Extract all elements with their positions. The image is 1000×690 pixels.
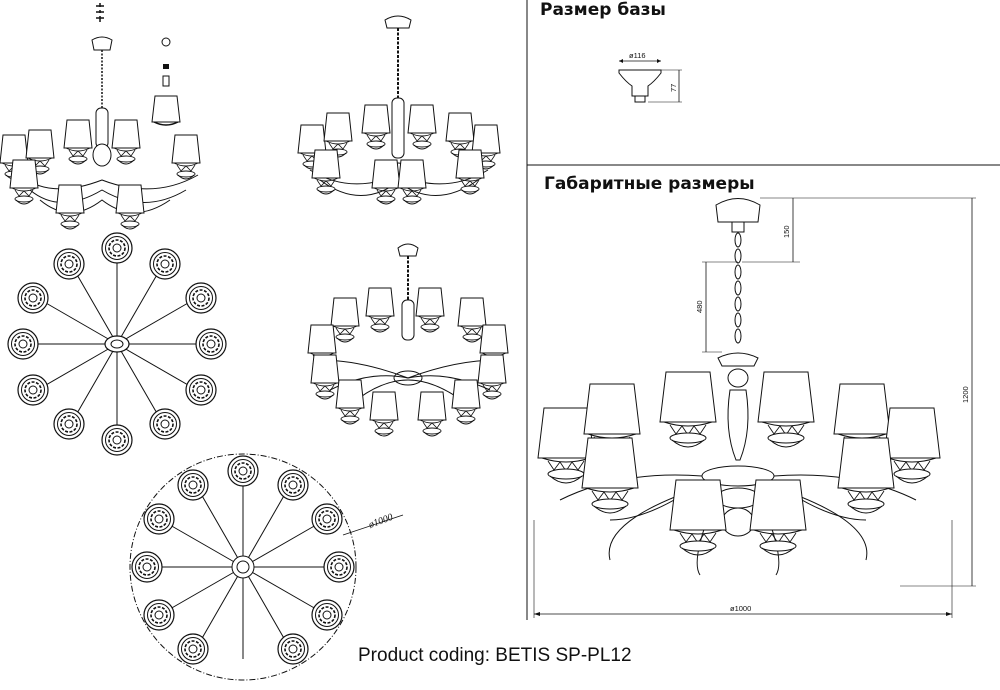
exploded-view bbox=[0, 3, 201, 230]
base-drawing bbox=[618, 59, 682, 103]
top-view-plan bbox=[7, 232, 227, 456]
base-size-heading: Размер базы bbox=[540, 0, 666, 20]
base-height-label: 77 bbox=[669, 84, 678, 92]
overall-size-heading: Габаритные размеры bbox=[544, 174, 755, 194]
chain-length-label: 480 bbox=[695, 300, 704, 313]
product-coding-caption: Product coding: BETIS SP-PL12 bbox=[358, 645, 632, 666]
base-diameter-label: ø116 bbox=[629, 51, 646, 60]
top-view-dimension bbox=[129, 453, 404, 681]
front-view bbox=[297, 15, 501, 205]
total-height-label: 1200 bbox=[961, 386, 970, 403]
perspective-view bbox=[307, 243, 509, 437]
overall-drawing bbox=[533, 197, 976, 618]
top-view-diameter-label: ø1000 bbox=[366, 512, 394, 531]
width-label: ø1000 bbox=[730, 604, 751, 613]
canopy-height-label: 150 bbox=[782, 225, 791, 238]
